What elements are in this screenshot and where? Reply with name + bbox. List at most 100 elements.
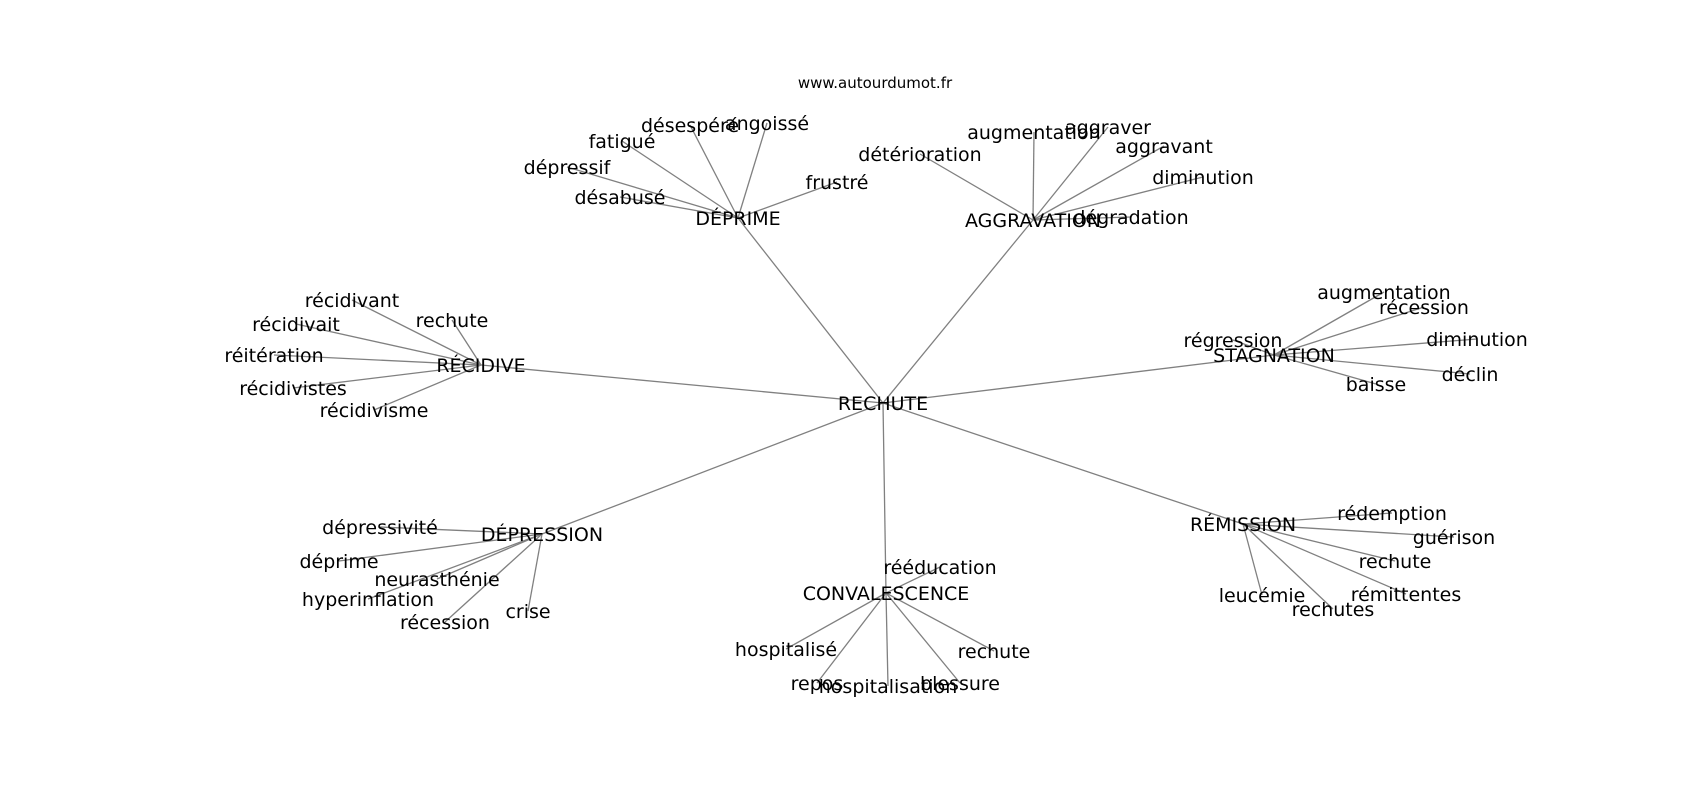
edge-convalescence-word xyxy=(885,592,995,652)
word-label[interactable]: récession xyxy=(1379,297,1469,319)
word-label[interactable]: frustré xyxy=(806,172,869,194)
edge-convalescence-word xyxy=(885,592,961,684)
edge-remission-word xyxy=(1242,523,1334,610)
cluster-label-recidive[interactable]: RÉCIDIVE xyxy=(436,354,525,377)
site-credit: www.autourdumot.fr xyxy=(798,74,953,92)
edge-depression-word xyxy=(379,526,543,535)
word-label[interactable]: détérioration xyxy=(858,144,981,166)
edge-depression-word xyxy=(436,533,543,580)
edge-deprime-word xyxy=(619,196,739,219)
cluster-label-deprime[interactable]: DÉPRIME xyxy=(695,207,780,230)
edge-aggravation-word xyxy=(1032,131,1035,221)
edge-convalescence-word xyxy=(885,566,941,594)
edge-aggravation-word xyxy=(1032,145,1165,221)
edge-aggravation-word xyxy=(919,153,1034,221)
edge-root-aggravation xyxy=(882,219,1034,404)
edge-depression-word xyxy=(527,533,543,612)
word-label[interactable]: rechute xyxy=(1359,551,1432,573)
edge-recidive-word xyxy=(351,299,482,366)
cluster-label-aggravation[interactable]: AGGRAVATION xyxy=(965,210,1101,232)
word-label[interactable]: déprime xyxy=(299,551,378,573)
word-label[interactable]: repos xyxy=(791,673,844,695)
word-label[interactable]: hyperinflation xyxy=(302,589,434,611)
edge-aggravation-word xyxy=(1032,176,1204,221)
edge-deprime-word xyxy=(737,181,838,219)
edge-recidive-word xyxy=(373,364,482,411)
word-label[interactable]: angoissé xyxy=(725,113,809,135)
edge-aggravation-word xyxy=(1032,126,1109,221)
edge-root-remission xyxy=(882,402,1244,525)
edge-depression-word xyxy=(444,533,543,623)
edge-stagnation-word xyxy=(1273,306,1425,356)
word-label[interactable]: diminution xyxy=(1426,329,1528,351)
edge-recidive-word xyxy=(295,323,482,366)
word-label[interactable]: hospitalisation xyxy=(819,676,958,698)
edge-stagnation-word xyxy=(1273,338,1478,356)
edge-remission-word xyxy=(1242,523,1407,595)
word-label[interactable]: blessure xyxy=(920,673,1000,695)
edge-deprime-word xyxy=(689,124,739,219)
word-label[interactable]: régression xyxy=(1184,330,1283,352)
word-label[interactable]: neurasthénie xyxy=(374,569,499,591)
edge-convalescence-word xyxy=(816,592,887,684)
word-label[interactable]: fatigué xyxy=(589,131,656,153)
edge-root-stagnation xyxy=(882,354,1275,404)
word-label[interactable]: rémittentes xyxy=(1351,584,1462,606)
cluster-label-depression[interactable]: DÉPRESSION xyxy=(481,523,603,546)
word-label[interactable]: augmentation xyxy=(1317,282,1450,304)
word-label[interactable]: rééducation xyxy=(883,557,996,579)
edge-remission-word xyxy=(1242,523,1263,596)
word-label[interactable]: leucémie xyxy=(1219,585,1306,607)
edge-convalescence-word xyxy=(885,592,889,687)
word-label[interactable]: rechute xyxy=(416,310,489,332)
edge-depression-word xyxy=(367,533,543,600)
word-label[interactable]: baisse xyxy=(1346,374,1406,396)
cluster-label-convalescence[interactable]: CONVALESCENCE xyxy=(803,583,970,605)
word-label[interactable]: récidivisme xyxy=(320,400,429,422)
edge-root-recidive xyxy=(480,364,884,404)
word-label[interactable]: récidivait xyxy=(252,314,340,336)
word-label[interactable]: rechute xyxy=(958,641,1031,663)
word-label[interactable]: déclin xyxy=(1442,364,1499,386)
word-label[interactable]: guérison xyxy=(1413,527,1495,549)
edge-recidive-word xyxy=(292,364,482,389)
edge-root-depression xyxy=(541,402,884,535)
word-label[interactable]: désespéré xyxy=(641,115,739,137)
cluster-label-remission[interactable]: RÉMISSION xyxy=(1190,513,1296,536)
cluster-label-stagnation[interactable]: STAGNATION xyxy=(1213,345,1335,367)
word-label[interactable]: aggravant xyxy=(1115,136,1213,158)
edge-aggravation-word xyxy=(1032,216,1132,221)
edge-recidive-word xyxy=(451,319,482,366)
graph-edges xyxy=(273,122,1478,687)
word-label[interactable]: hospitalisé xyxy=(735,639,837,661)
edge-deprime-word xyxy=(737,122,768,219)
edge-stagnation-word xyxy=(1232,339,1275,356)
edge-root-convalescence xyxy=(882,402,887,594)
edge-stagnation-word xyxy=(1273,291,1385,356)
edge-recidive-word xyxy=(273,354,482,366)
word-label[interactable]: augmentation xyxy=(967,122,1100,144)
edge-deprime-word xyxy=(621,140,739,219)
word-label[interactable]: récidivistes xyxy=(239,378,347,400)
edge-stagnation-word xyxy=(1273,354,1471,375)
word-label[interactable]: récidivant xyxy=(305,290,400,312)
word-label[interactable]: dégradation xyxy=(1073,207,1188,229)
edge-depression-word xyxy=(338,533,543,562)
word-label[interactable]: rédemption xyxy=(1337,503,1447,525)
word-label[interactable]: crise xyxy=(505,601,550,623)
word-label[interactable]: dépressif xyxy=(524,157,612,179)
edge-root-deprime xyxy=(737,217,884,404)
word-label[interactable]: récession xyxy=(400,612,490,634)
root-node-label[interactable]: RECHUTE xyxy=(838,393,928,415)
word-label[interactable]: désabusé xyxy=(575,187,666,209)
edge-deprime-word xyxy=(566,166,739,219)
edge-remission-word xyxy=(1242,512,1393,525)
word-label[interactable]: dépressivité xyxy=(322,517,438,539)
word-label[interactable]: réitération xyxy=(224,345,323,367)
word-label[interactable]: diminution xyxy=(1152,167,1254,189)
word-label[interactable]: aggraver xyxy=(1065,117,1151,139)
word-label[interactable]: rechutes xyxy=(1292,599,1375,621)
edge-convalescence-word xyxy=(785,592,887,650)
